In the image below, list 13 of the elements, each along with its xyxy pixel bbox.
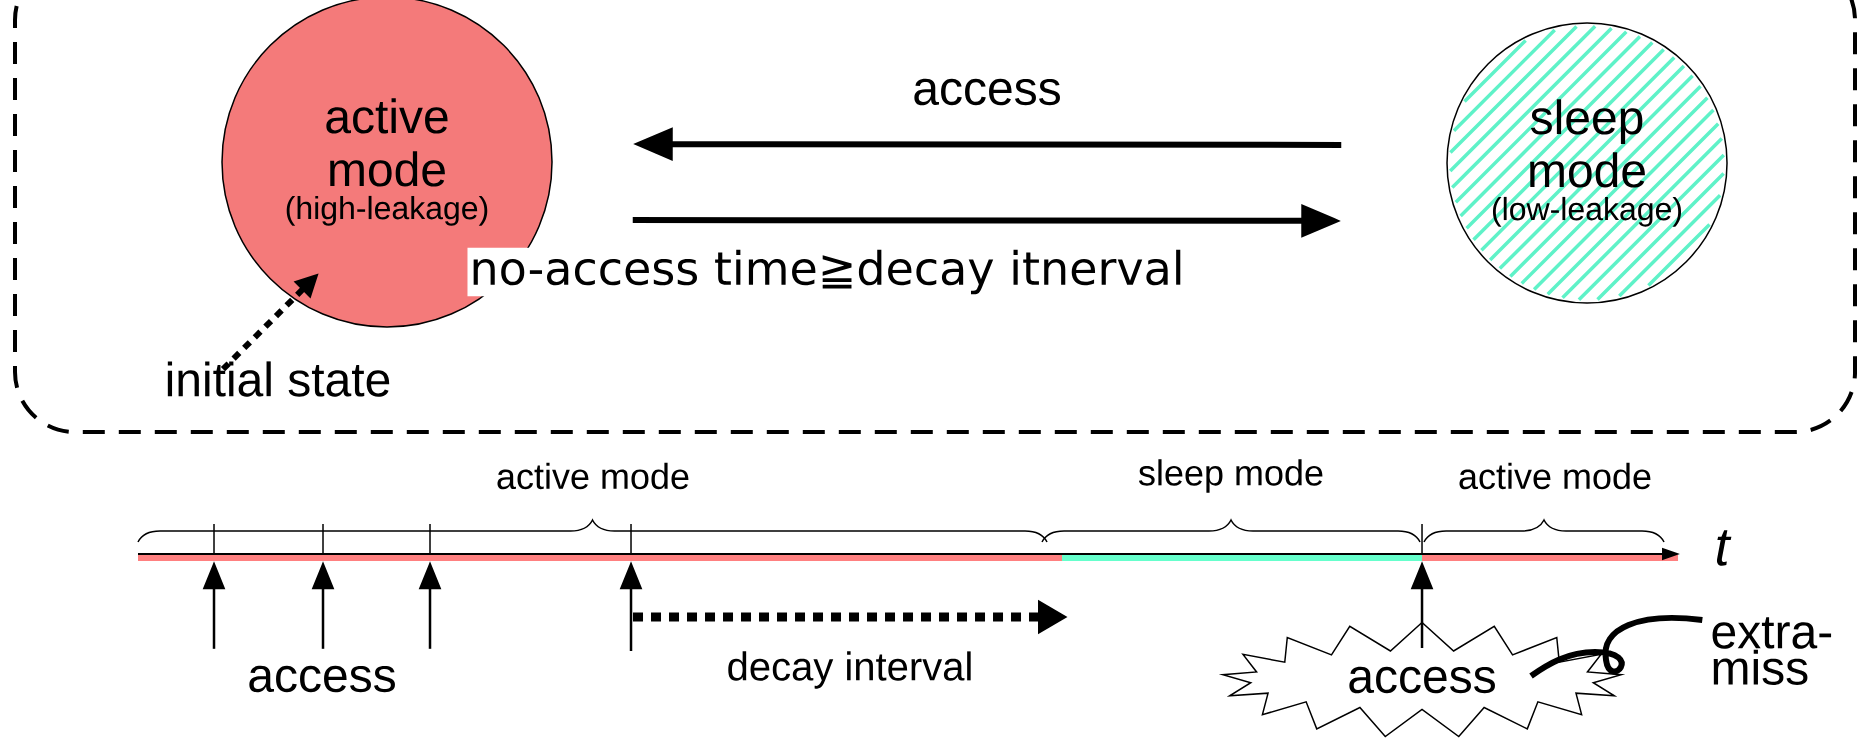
miss-label: extra-miss bbox=[1712, 617, 1832, 685]
state-label: initial state bbox=[167, 361, 390, 397]
edge-label: no-access time≧decay itnerval bbox=[467, 247, 1187, 297]
interval-label: decay interval bbox=[728, 651, 971, 689]
brace-label: active mode bbox=[497, 462, 689, 490]
axis-label: t bbox=[1716, 530, 1732, 566]
dashed-frame bbox=[13, 0, 1857, 434]
leader-line bbox=[1529, 615, 1703, 679]
edge-label: access bbox=[910, 76, 1064, 108]
access-label: access bbox=[249, 665, 395, 693]
starburst: access bbox=[1218, 621, 1626, 738]
brace-label: sleep mode bbox=[1138, 459, 1323, 493]
brace-label: active mode bbox=[1459, 462, 1651, 490]
